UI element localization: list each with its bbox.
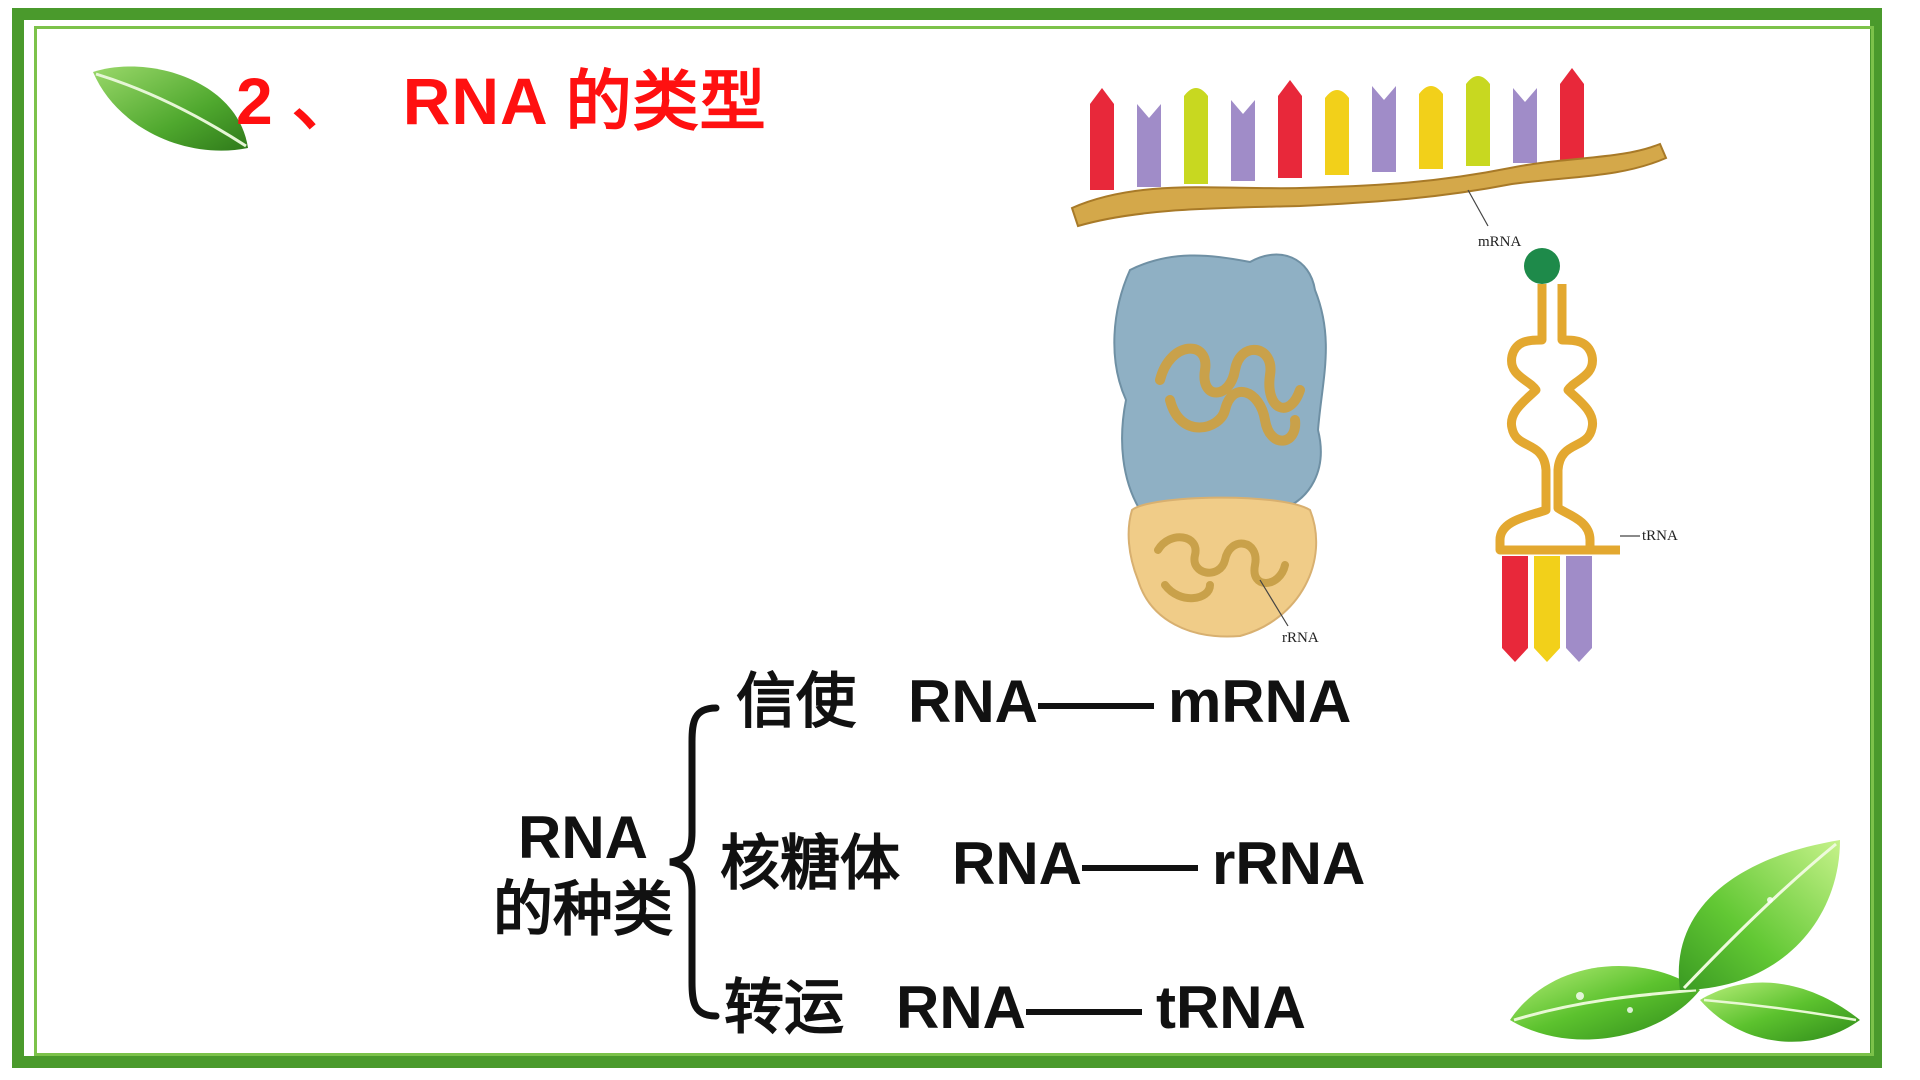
row-chinese-name: 信使: [736, 668, 856, 735]
heading-line-2: 的种类: [493, 876, 673, 943]
leaf-decoration-icon: [93, 66, 248, 151]
ribosome-diagram: rRNA: [1113, 253, 1327, 646]
trna-amino-acid: [1524, 248, 1560, 284]
page-title: 2、 RNA 的类型: [236, 48, 767, 144]
trna-anticodon: [1502, 556, 1592, 662]
trna-anticodon-base: [1534, 556, 1560, 662]
heading-line-1: RNA: [518, 804, 648, 871]
title-separator: 、: [291, 64, 359, 138]
mrna-base: [1513, 88, 1537, 163]
title-number: 2: [236, 64, 274, 138]
mrna-strand: [1070, 142, 1668, 228]
rna-illustration: mRNA rRNA tRNA: [1070, 68, 1678, 662]
row-rna: RNA: [908, 668, 1038, 735]
mrna-base: [1090, 88, 1114, 190]
rrna-label: rRNA: [1282, 630, 1319, 646]
row-chinese-name: 核糖体: [720, 830, 900, 897]
row-abbreviation: mRNA: [1168, 668, 1352, 735]
mrna-base: [1278, 80, 1302, 178]
mrna-base: [1137, 104, 1161, 187]
trna-anticodon-base: [1502, 556, 1528, 662]
classification-heading: RNA 的种类: [488, 802, 678, 946]
row-dash: ——: [1026, 974, 1142, 1041]
row-rna: RNA: [896, 974, 1026, 1041]
row-rna: RNA: [952, 830, 1082, 897]
mrna-base: [1466, 76, 1490, 166]
trna-anticodon-base: [1566, 556, 1592, 662]
row-dash: ——: [1038, 668, 1154, 735]
mrna-bases: [1090, 68, 1584, 190]
mrna-base: [1231, 100, 1255, 181]
mrna-label: mRNA: [1478, 234, 1522, 250]
row-abbreviation: rRNA: [1212, 830, 1366, 897]
ribosome-large-subunit: [1113, 253, 1327, 511]
mrna-base: [1560, 68, 1584, 160]
mrna-diagram: mRNA: [1070, 68, 1668, 250]
row-chinese-name: 转运: [724, 974, 844, 1041]
trna-label: tRNA: [1642, 528, 1678, 544]
title-text: RNA 的类型: [402, 64, 767, 138]
trna-diagram: tRNA: [1495, 248, 1678, 662]
row-dash: ——: [1082, 830, 1198, 897]
leaves-decoration-icon: [1510, 840, 1860, 1042]
mrna-base: [1325, 90, 1349, 175]
slide-inner-border: [34, 26, 1874, 1056]
curly-brace-icon: [669, 704, 720, 1020]
rrna-strand-large: [1155, 343, 1305, 446]
rrna-strand-small: [1154, 533, 1289, 603]
row-abbreviation: tRNA: [1156, 974, 1306, 1041]
mrna-base: [1419, 86, 1443, 169]
mrna-base: [1184, 88, 1208, 184]
trna-strand: [1495, 284, 1598, 555]
mrna-base: [1372, 86, 1396, 172]
